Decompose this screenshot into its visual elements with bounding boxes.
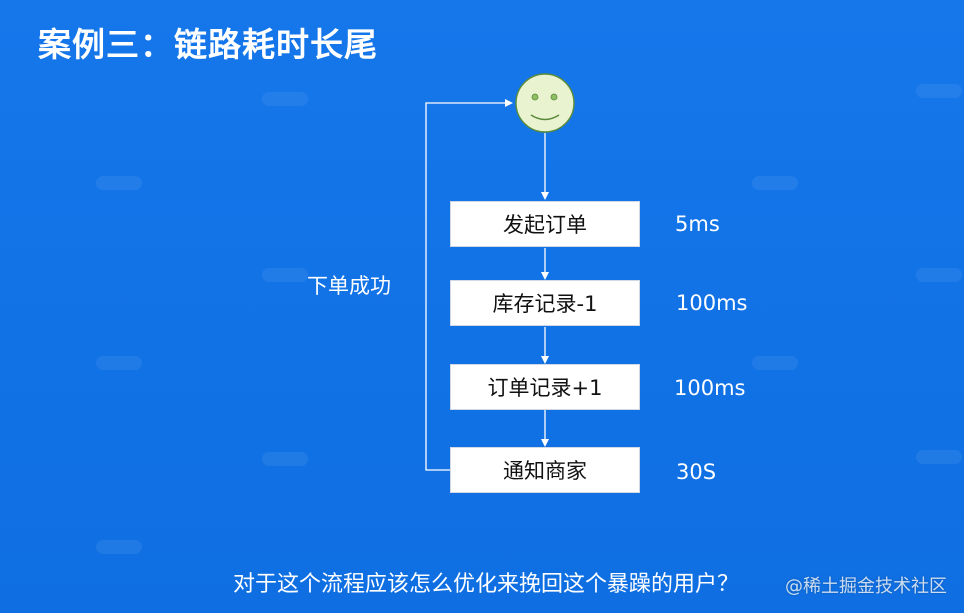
success-loop-connector [425, 99, 513, 471]
faint-watermark-mark [916, 450, 962, 464]
step-time-notify-merchant: 30S [676, 460, 717, 484]
slide-title: 案例三：链路耗时长尾 [38, 25, 378, 64]
step-time-order-record: 100ms [674, 376, 746, 400]
faint-watermark-mark [262, 268, 308, 282]
step-box-order-record: 订单记录+1 [450, 364, 640, 410]
faint-watermark-mark [96, 356, 142, 370]
faint-watermark-mark [752, 356, 798, 370]
faint-watermark-mark [96, 540, 142, 554]
faint-watermark-mark [262, 92, 308, 106]
faint-watermark-mark [96, 176, 142, 190]
step-time-inventory-record: 100ms [676, 291, 748, 315]
step-box-notify-merchant: 通知商家 [450, 447, 640, 493]
site-watermark: @稀土掘金技术社区 [785, 576, 947, 597]
step-time-place-order: 5ms [675, 212, 720, 236]
discussion-question: 对于这个流程应该怎么优化来挽回这个暴躁的用户？ [233, 572, 740, 597]
faint-watermark-mark [916, 84, 962, 98]
loop-label: 下单成功 [307, 274, 391, 298]
faint-watermark-mark [916, 268, 962, 282]
step-box-place-order: 发起订单 [450, 201, 640, 247]
smiley-face-icon [515, 73, 575, 133]
faint-watermark-mark [262, 452, 308, 466]
step-box-inventory-record: 库存记录-1 [450, 280, 640, 326]
faint-watermark-mark [752, 176, 798, 190]
